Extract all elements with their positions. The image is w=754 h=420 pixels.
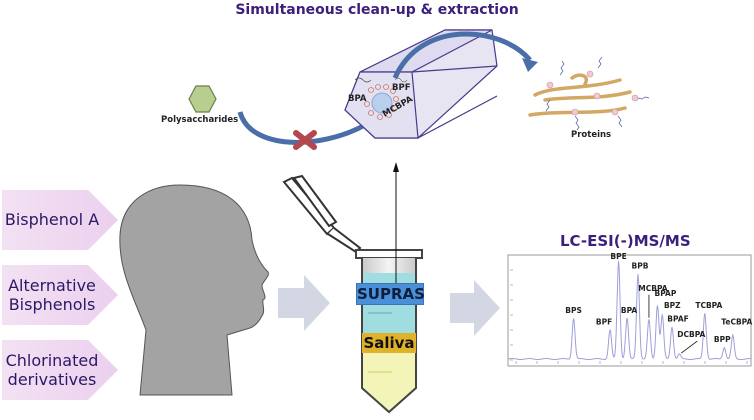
annotation-arrow-dcbpa bbox=[681, 340, 698, 354]
chevron-chlorinated-derivatives bbox=[2, 340, 118, 400]
analyte-label-line: Bisphenol A bbox=[4, 210, 100, 229]
peak-label-bpp: BPP bbox=[714, 335, 731, 344]
peak-label-tcbpa: TCBPA bbox=[695, 301, 722, 310]
analyte-label-line: derivatives bbox=[7, 370, 97, 389]
peak-label-bpaf: BPAF bbox=[667, 315, 688, 324]
micelle-label-bpf: BPF bbox=[392, 83, 411, 93]
polysaccharides-label: Polysaccharides bbox=[161, 115, 239, 125]
analyte-alternative-bisphenols: Alternative Bisphenols bbox=[2, 276, 102, 314]
analyte-label-line: Bisphenols bbox=[8, 295, 96, 314]
pipette-icon bbox=[282, 174, 362, 254]
polysaccharide-arrow bbox=[237, 111, 367, 145]
prism-to-proteins-arrow bbox=[392, 31, 532, 80]
peak-label-bpz: BPZ bbox=[664, 301, 681, 310]
supras-band: SUPRAS bbox=[356, 283, 425, 305]
micelle-label-bpa: BPA bbox=[348, 94, 367, 104]
peak-label-bpb: BPB bbox=[632, 262, 649, 271]
supras-prism bbox=[344, 29, 498, 139]
peak-label-tecbpa: TeCBPA bbox=[721, 317, 752, 326]
peak-label-bpap: BPAP bbox=[655, 289, 677, 298]
centrifuge-tube bbox=[355, 249, 423, 414]
arrow-head-to-tube bbox=[278, 275, 330, 331]
peak-label-bpa: BPA bbox=[621, 306, 638, 315]
analyte-label-line: Chlorinated bbox=[5, 351, 99, 370]
head-silhouette-icon bbox=[119, 184, 269, 396]
peak-label-bpe: BPE bbox=[610, 252, 626, 261]
blocked-x-icon bbox=[293, 130, 317, 150]
analyte-chlorinated-derivatives: Chlorinated derivatives bbox=[2, 351, 102, 389]
chart-title: LC-ESI(-)MS/MS bbox=[560, 232, 691, 250]
arrow-tube-to-chart bbox=[450, 280, 500, 336]
chevron-bisphenol-a bbox=[2, 190, 118, 250]
analyte-bisphenol-a: Bisphenol A bbox=[2, 210, 102, 229]
polysaccharide-hexagon-icon bbox=[188, 85, 217, 113]
analyte-label-line: Alternative bbox=[8, 276, 96, 295]
chevron-alternative-bisphenols bbox=[2, 265, 118, 325]
proteins-label: Proteins bbox=[571, 130, 612, 140]
peak-label-bpf: BPF bbox=[596, 318, 612, 327]
peak-label-bps: BPS bbox=[565, 306, 582, 315]
page-title: Simultaneous clean-up & extraction bbox=[235, 2, 519, 18]
chromatogram-trace bbox=[507, 261, 752, 361]
peak-label-dcbpa: DCBPA bbox=[677, 330, 705, 339]
peak-label-mcbpa: MCBPA bbox=[638, 284, 667, 293]
saliva-band: Saliva bbox=[362, 333, 416, 353]
